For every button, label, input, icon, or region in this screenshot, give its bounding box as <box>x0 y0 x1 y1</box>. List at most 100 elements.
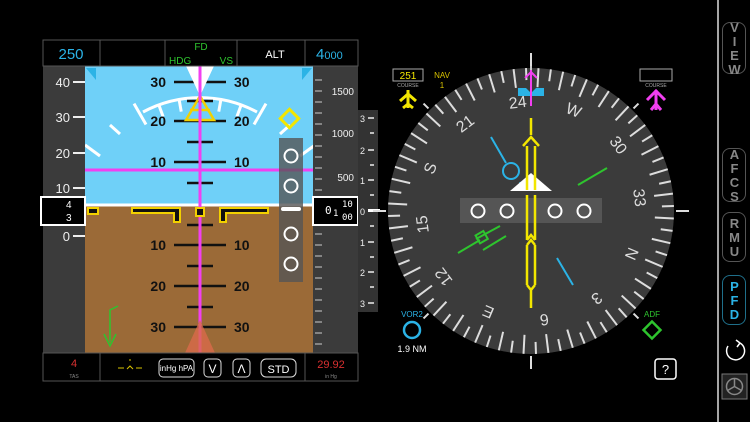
std-button[interactable]: STD <box>260 358 297 378</box>
down-label: V <box>208 362 216 376</box>
compass-tick <box>545 333 550 354</box>
compass-tick <box>627 114 638 125</box>
baro-down-button[interactable]: V <box>203 358 222 378</box>
settings-gear-icon[interactable] <box>721 373 748 400</box>
units-button[interactable]: inHg hPA <box>158 358 195 378</box>
course-box-left[interactable] <box>392 68 424 82</box>
compass-tick <box>389 190 402 194</box>
adf-diamond-icon <box>641 319 663 341</box>
help-button[interactable]: ? <box>654 358 677 380</box>
pitch-label: 10 <box>150 154 166 170</box>
bank-tick <box>108 123 122 136</box>
nav-source: NAV <box>434 71 451 80</box>
compass-tick <box>444 96 458 113</box>
speed-value-bottom: 3 <box>66 213 72 224</box>
fixed-index-mark <box>422 102 430 110</box>
compass-tick <box>417 122 429 132</box>
altitude-target[interactable]: 4000 <box>316 46 343 63</box>
lateral-mode: HDG <box>169 56 191 67</box>
view-button[interactable]: VIEW <box>722 20 746 76</box>
compass-tick <box>604 309 618 326</box>
fixed-index-mark <box>632 102 640 110</box>
altitude-digit: 00 <box>342 213 353 223</box>
compass-tick <box>658 180 672 185</box>
vsi-label: 2 <box>360 146 365 156</box>
pfd-button[interactable]: PFD <box>722 275 746 325</box>
units-button-label: inHg hPA <box>160 364 194 373</box>
bank-tick <box>177 99 183 112</box>
nav-number: 1 <box>440 81 445 90</box>
glideslope-center <box>281 207 301 211</box>
compass-label: W <box>563 100 584 122</box>
magenta-bearing-pointer <box>524 70 538 106</box>
speed-tape-label: 0 <box>63 229 70 244</box>
compass-tick <box>391 177 411 185</box>
compass-label: 33 <box>629 188 648 208</box>
rmu-button[interactable]: RMU <box>722 212 746 262</box>
course-deviation-scale <box>460 198 602 223</box>
tas-value: 4 <box>71 358 77 370</box>
refresh-icon[interactable] <box>725 339 746 361</box>
compass-tick <box>641 134 653 143</box>
speed-tape-label: 30 <box>56 110 70 125</box>
vor-label: VOR2 <box>401 310 423 319</box>
compass-tick <box>629 124 646 138</box>
glideslope-dot <box>283 148 299 164</box>
altitude-readout: 0 1 10 00 <box>312 196 359 226</box>
compass-tick <box>566 329 574 349</box>
altitude-tape-label: 1000 <box>332 129 355 140</box>
pfd-label: PFD <box>727 279 742 321</box>
compass-tick <box>465 83 476 101</box>
top-mode-bar: 250 FD HDG VS ALT 4000 <box>42 39 359 67</box>
deviation-dot <box>576 203 592 219</box>
compass-tick <box>488 73 496 93</box>
speed-target[interactable]: 250 <box>58 46 83 63</box>
course-pointer-icon <box>645 88 667 111</box>
tas-label: TAS <box>69 374 79 380</box>
pitch-label: 10 <box>234 154 250 170</box>
compass-tick <box>654 216 674 220</box>
bank-tick <box>132 102 148 126</box>
glideslope-dot <box>283 178 299 194</box>
vsi-label: 0 <box>360 207 365 217</box>
vsi-label: 2 <box>360 268 365 278</box>
compass-tick <box>424 297 435 308</box>
compass-tick <box>591 84 600 96</box>
compass-tick <box>410 132 428 145</box>
compass-tick <box>512 68 517 89</box>
afcs-button[interactable]: AFCS <box>722 147 746 203</box>
pitch-label: 20 <box>150 278 166 294</box>
view-label: VIEW <box>727 20 742 76</box>
altitude-mode: ALT <box>265 49 285 61</box>
fixed-index-mark <box>632 312 640 320</box>
afcs-label: AFCS <box>727 147 742 203</box>
compass-tick <box>634 277 652 290</box>
altitude-digit: 0 <box>325 204 332 217</box>
compass-tick <box>462 326 471 338</box>
vor-bearing-circle <box>502 162 520 180</box>
course-label-right: COURSE <box>645 83 667 89</box>
speed-readout: 4 3 <box>40 196 86 226</box>
pitch-label: 20 <box>234 278 250 294</box>
compass-tick <box>614 105 630 121</box>
deviation-dot <box>470 203 486 219</box>
pitch-label: 30 <box>234 74 250 90</box>
aircraft-dot <box>195 207 205 217</box>
speed-tape-label: 20 <box>56 146 70 161</box>
course-box-right[interactable] <box>639 68 673 82</box>
compass-tick <box>510 340 514 353</box>
glideslope-dot <box>283 256 299 272</box>
adf-label: ADF <box>644 310 660 319</box>
compass-tick <box>570 74 577 87</box>
compass-tick <box>485 335 492 348</box>
compass-tick <box>652 156 664 163</box>
compass-tick <box>557 338 562 352</box>
compass-tick <box>388 225 409 230</box>
baro-label: in Hg <box>325 374 337 380</box>
course-pointer-icon <box>399 90 417 110</box>
speed-corner-marker <box>86 68 96 80</box>
fd-annunciator: FD <box>194 42 207 53</box>
aircraft-wings <box>87 207 269 223</box>
baro-up-button[interactable]: Λ <box>232 358 251 378</box>
compass-tick <box>398 154 418 164</box>
